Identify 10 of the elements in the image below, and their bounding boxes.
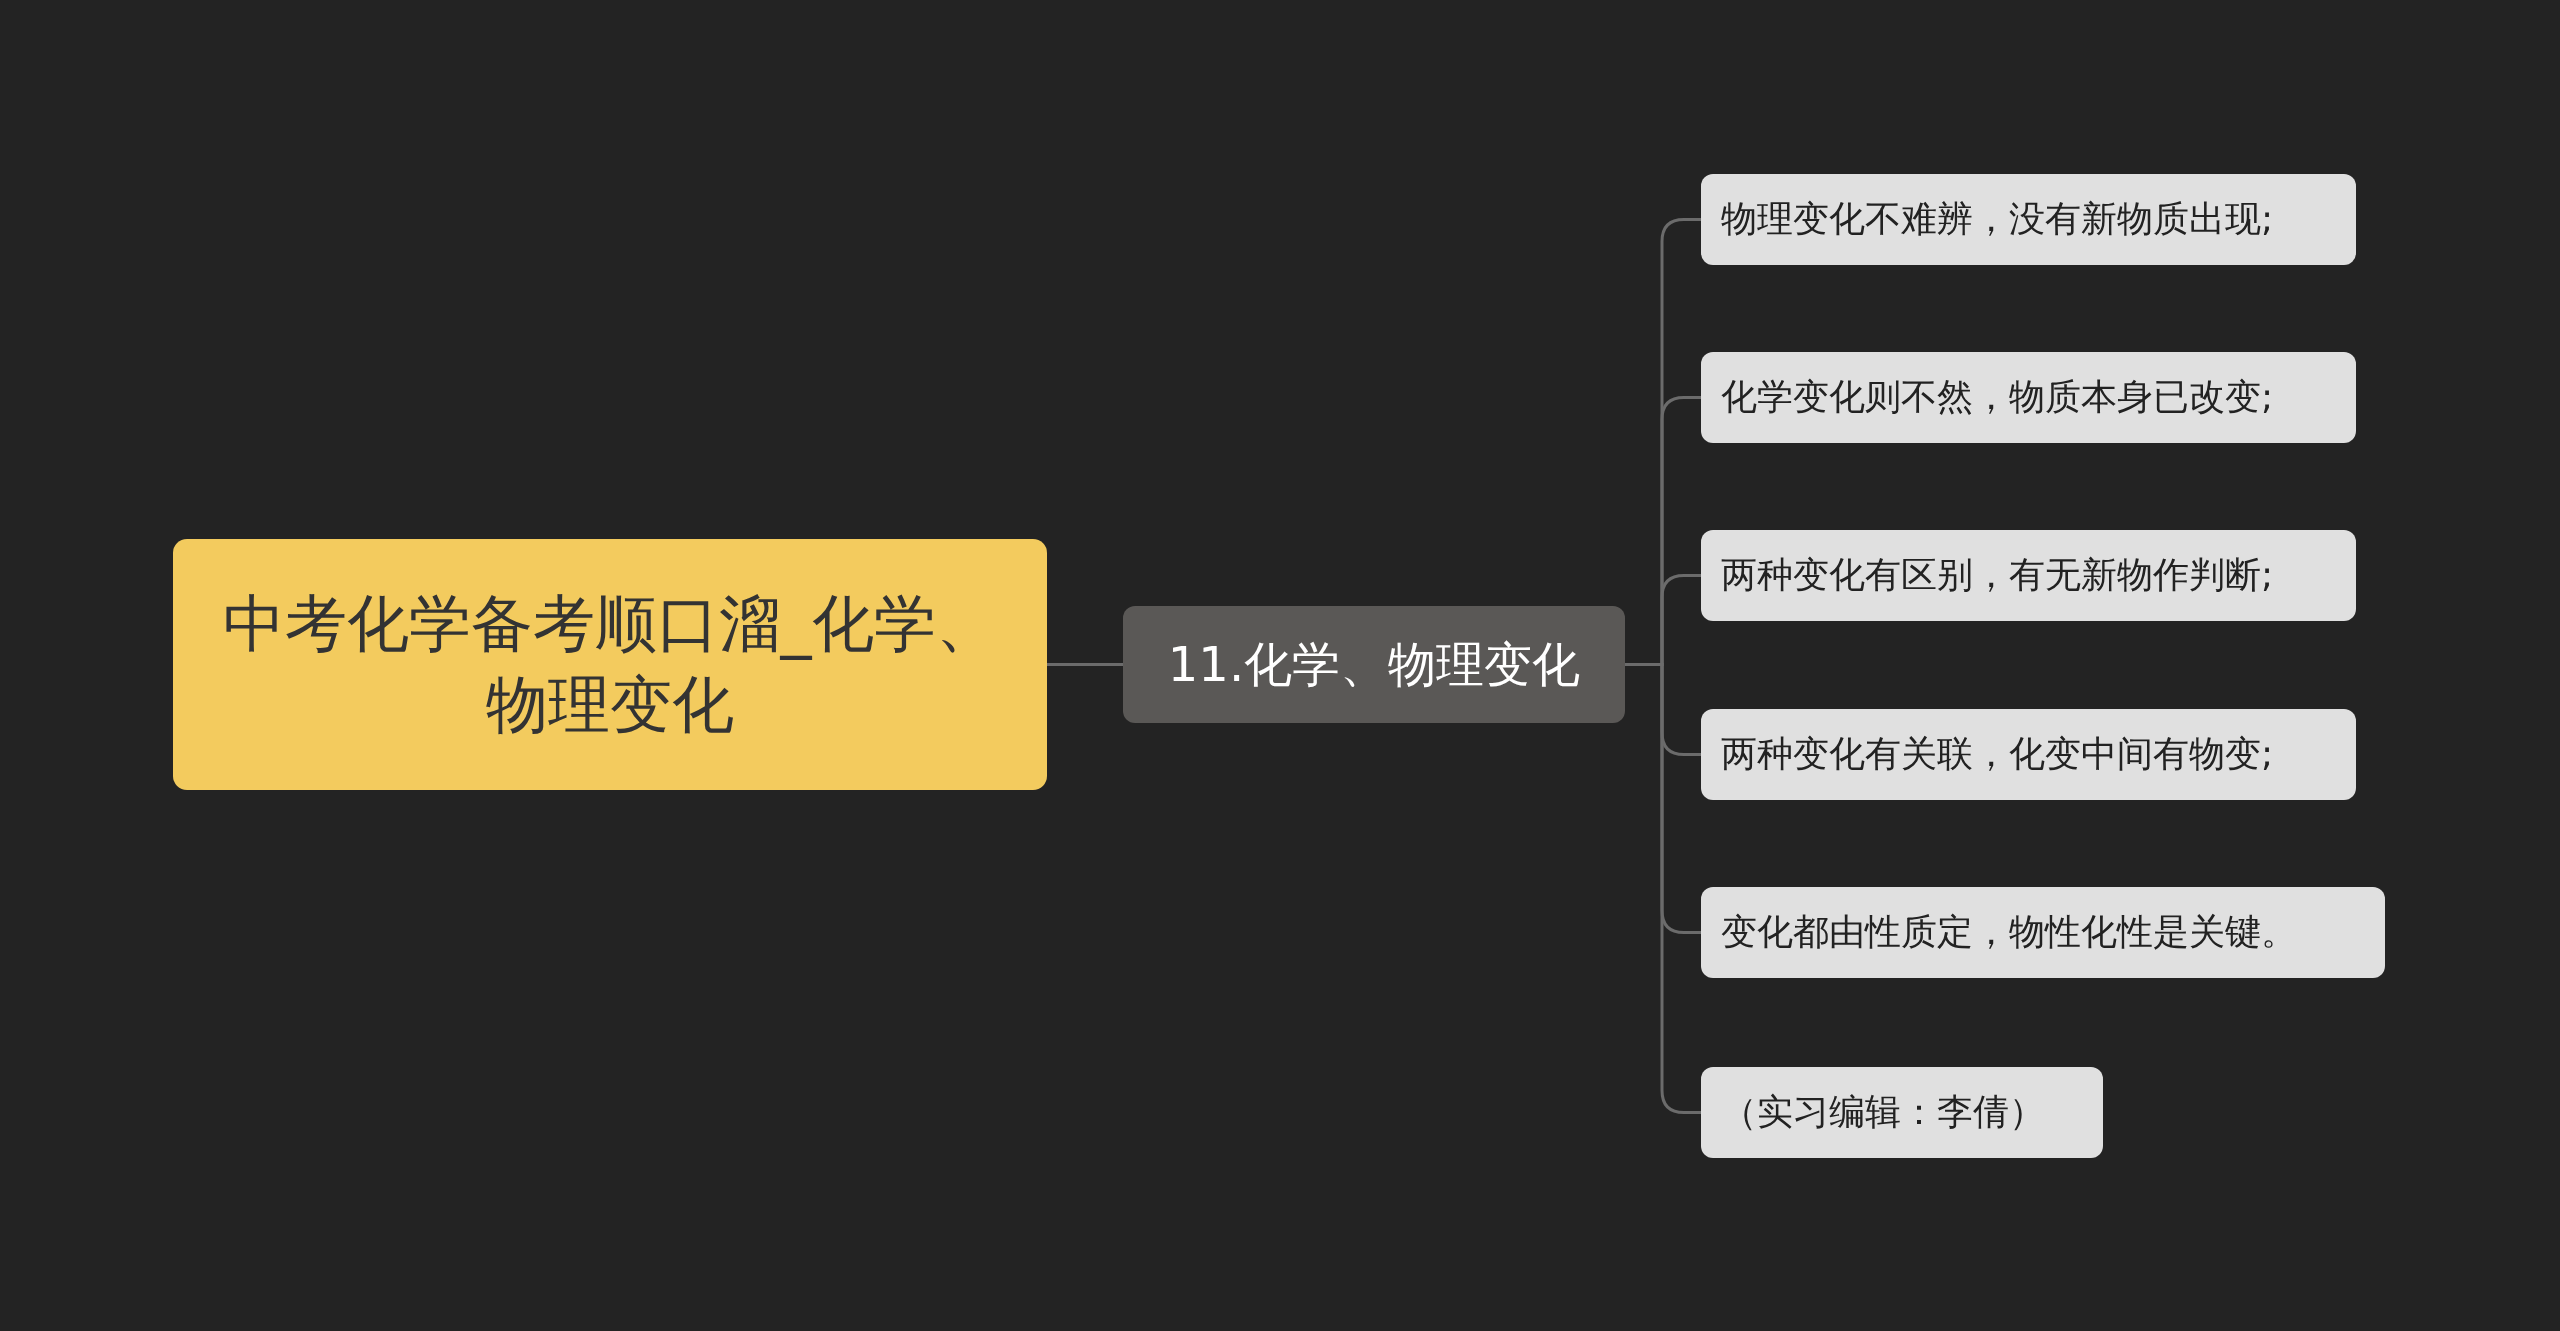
leaf-box: 化学变化则不然，物质本身已改变; [1701, 352, 2356, 443]
connector-line [1625, 663, 1701, 1114]
subtopic-box: 11.化学、物理变化 [1123, 606, 1625, 723]
leaf-box: 两种变化有区别，有无新物作判断; [1701, 530, 2356, 621]
leaf-box: 两种变化有关联，化变中间有物变; [1701, 709, 2356, 800]
leaf-box: 物理变化不难辨，没有新物质出现; [1701, 174, 2356, 265]
connector-line [1047, 663, 1123, 666]
topic-box: 中考化学备考顺口溜_化学、物理变化 [173, 539, 1047, 790]
leaf-box: （实习编辑：李倩） [1701, 1067, 2103, 1158]
leaf-box: 变化都由性质定，物性化性是关键。 [1701, 887, 2385, 978]
